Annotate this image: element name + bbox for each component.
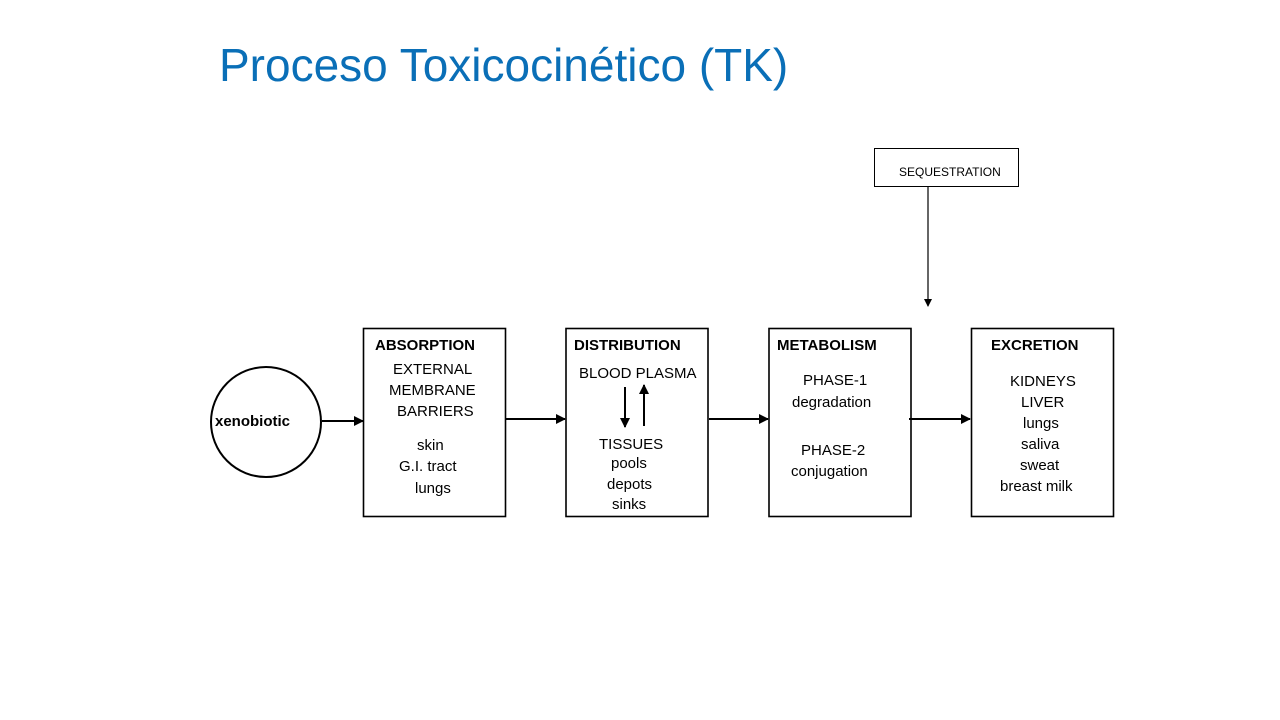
absorption-line: BARRIERS bbox=[397, 403, 474, 420]
absorption-line: skin bbox=[417, 437, 444, 454]
excretion-line: saliva bbox=[1021, 436, 1060, 453]
xenobiotic-label: xenobiotic bbox=[215, 413, 291, 430]
excretion-line: breast milk bbox=[1000, 478, 1073, 495]
absorption-heading: ABSORPTION bbox=[375, 337, 476, 354]
distribution-line: pools bbox=[611, 455, 647, 472]
absorption-box bbox=[362, 327, 507, 518]
metabolism-line: PHASE-2 bbox=[801, 442, 866, 459]
sequestration-box bbox=[874, 148, 1019, 187]
distribution-heading: DISTRIBUTION bbox=[574, 337, 681, 354]
absorption-line: MEMBRANE bbox=[389, 382, 476, 399]
excretion-line: KIDNEYS bbox=[1010, 373, 1076, 390]
metabolism-box bbox=[768, 327, 912, 518]
metabolism-line: PHASE-1 bbox=[803, 372, 868, 389]
xenobiotic-node bbox=[210, 366, 322, 478]
excretion-line: sweat bbox=[1020, 457, 1060, 474]
metabolism-line: conjugation bbox=[791, 463, 868, 480]
excretion-box bbox=[970, 327, 1115, 518]
excretion-heading: EXCRETION bbox=[991, 337, 1079, 354]
distribution-line: TISSUES bbox=[599, 436, 664, 453]
excretion-line: lungs bbox=[1023, 415, 1059, 432]
distribution-box bbox=[565, 327, 709, 518]
metabolism-line: degradation bbox=[792, 394, 872, 411]
page-title: Proceso Toxicocinético (TK) bbox=[219, 39, 789, 91]
distribution-line: depots bbox=[607, 476, 653, 493]
distribution-line: BLOOD PLASMA bbox=[579, 365, 697, 382]
distribution-line: sinks bbox=[612, 496, 647, 513]
absorption-line: lungs bbox=[415, 480, 451, 497]
absorption-line: EXTERNAL bbox=[393, 361, 473, 378]
metabolism-heading: METABOLISM bbox=[777, 337, 877, 354]
sequestration-label: SEQUESTRATION bbox=[899, 165, 1001, 179]
excretion-line: LIVER bbox=[1021, 394, 1065, 411]
absorption-line: G.I. tract bbox=[399, 458, 457, 475]
